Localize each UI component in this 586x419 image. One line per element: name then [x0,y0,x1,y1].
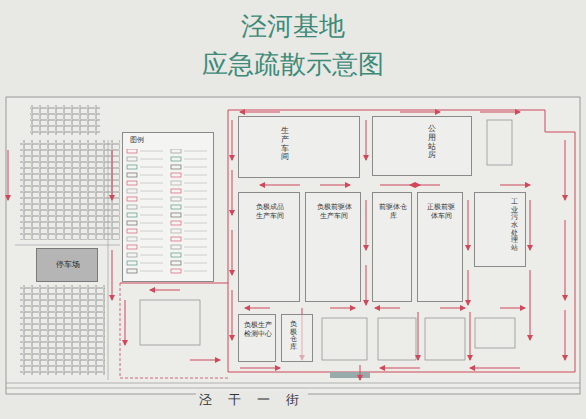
evacuation-arrow [125,300,126,345]
map-title: 泾河基地 应急疏散示意图 [193,8,393,83]
building: 正极前驱体车间 [417,192,463,302]
evacuation-arrow [240,368,280,369]
building: 负极仓库 [281,314,313,362]
evacuation-arrow [470,312,471,360]
evacuation-arrow [530,200,531,250]
building: 负极成品生产车间 [238,192,300,302]
building: 公用站房 [372,116,472,176]
evacuation-arrow [565,220,566,300]
evacuation-arrow [410,185,440,186]
evacuation-arrow [360,365,361,380]
evacuation-arrow [366,265,367,305]
evacuation-arrow [112,150,113,200]
evacuation-arrow [112,250,113,300]
evacuation-arrow [366,120,367,160]
evacuation-arrow [418,312,419,360]
building-label: 负极成品生产车间 [253,203,287,221]
evacuation-arrow [440,308,465,309]
evacuation-arrow [500,185,530,186]
evacuation-arrow [366,200,367,250]
evacuation-arrow [232,170,233,215]
evacuation-arrow [470,368,520,369]
evacuation-arrow [565,310,566,360]
building-label: 负极仓库 [290,321,297,352]
evacuation-arrow [320,185,350,186]
building: 生产车间 [238,116,360,178]
parking-lot: 停车场 [36,248,98,282]
evacuation-arrow [232,230,233,275]
evacuation-arrow [468,270,469,305]
legend-panel: 图例 [122,132,214,282]
evacuation-arrow [500,308,525,309]
evacuation-arrow [565,140,566,200]
building-label: 前驱体仓库 [379,203,407,221]
evacuation-arrow [480,112,520,113]
building-label: 正极前驱体车间 [426,203,456,221]
building-label: 负极前驱体生产车间 [316,203,352,221]
building-label: 负极生产检测中心 [243,321,273,339]
evacuation-arrow [232,290,233,340]
evacuation-arrow [468,200,469,250]
evacuation-arrow [232,120,233,160]
evacuation-arrow [530,270,531,340]
building-label: 生产车间 [281,127,289,162]
building-label: 公用站房 [428,125,436,160]
street-name: 泾 干 一 街 [196,391,308,409]
building: 负极生产检测中心 [238,314,276,362]
evacuation-arrow [8,150,9,200]
evacuation-arrow [330,308,355,309]
evacuation-arrow [400,112,440,113]
evacuation-arrow [245,308,270,309]
building-label: 工业污水处理站 [511,199,518,253]
building-label: 图例 [127,136,147,145]
building: 负极前驱体生产车间 [305,192,361,302]
evacuation-arrow [380,368,420,369]
evacuation-arrow [150,290,180,291]
evacuation-arrow [260,185,300,186]
evacuation-arrow [190,360,220,361]
building: 前驱体仓库 [372,192,412,302]
legend-samples [125,149,213,279]
evacuation-arrow [240,112,280,113]
building: 工业污水处理站 [474,192,526,267]
evacuation-arrow [375,308,400,309]
building-label: 停车场 [47,260,89,270]
